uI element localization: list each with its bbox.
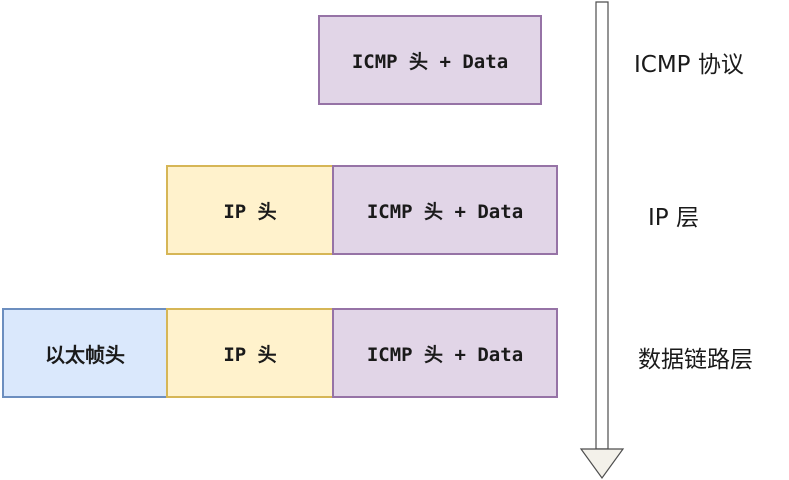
arrow-head bbox=[579, 448, 625, 480]
icmp-segment-label: ICMP 头 + Data bbox=[366, 343, 524, 366]
icmp-segment-row2: ICMP 头 + Data bbox=[332, 165, 558, 255]
ip-header-segment-row3: IP 头 bbox=[166, 308, 334, 398]
icmp-segment-row1: ICMP 头 + Data bbox=[318, 15, 542, 105]
icmp-segment-label: ICMP 头 + Data bbox=[351, 50, 509, 73]
layer-label-ip: IP 层 bbox=[648, 205, 699, 231]
arrow-shaft bbox=[595, 1, 609, 450]
ethernet-header-segment: 以太帧头 bbox=[2, 308, 168, 398]
layer-label-datalink: 数据链路层 bbox=[638, 347, 753, 373]
icmp-segment-row3: ICMP 头 + Data bbox=[332, 308, 558, 398]
ip-header-label: IP 头 bbox=[223, 343, 277, 366]
layer-label-icmp: ICMP 协议 bbox=[634, 52, 744, 78]
ethernet-header-label: 以太帧头 bbox=[45, 342, 125, 367]
ip-header-label: IP 头 bbox=[223, 200, 277, 223]
icmp-segment-label: ICMP 头 + Data bbox=[366, 200, 524, 223]
